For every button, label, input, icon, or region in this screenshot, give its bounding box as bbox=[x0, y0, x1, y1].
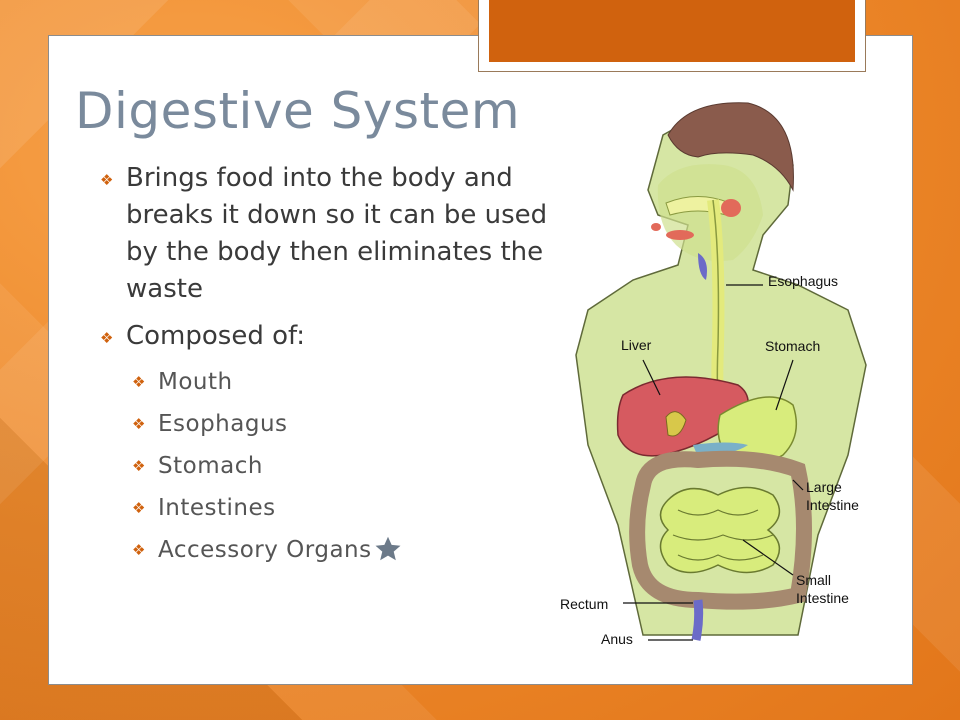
label-small-intestine-line2: Intestine bbox=[796, 590, 849, 606]
sub-bullet-item: ❖ Accessory Organs bbox=[100, 533, 560, 567]
bullet-item: ❖ Brings food into the body and breaks i… bbox=[100, 160, 560, 308]
label-rectum: Rectum bbox=[560, 596, 609, 612]
label-large-intestine-line2: Intestine bbox=[806, 497, 859, 513]
diamond-bullet-icon: ❖ bbox=[132, 415, 146, 433]
sub-bullet-item: ❖ Mouth bbox=[100, 365, 560, 399]
digestive-system-diagram: Esophagus Liver Stomach Large Intestine … bbox=[548, 95, 888, 655]
bullet-item: ❖ Composed of: bbox=[100, 318, 560, 355]
label-stomach: Stomach bbox=[765, 338, 821, 354]
sub-bullet-text: Esophagus bbox=[158, 411, 288, 437]
arrow-small-intestine bbox=[742, 539, 794, 576]
sub-bullet-label: Accessory Organs bbox=[158, 537, 372, 563]
accent-tab bbox=[478, 0, 866, 72]
diamond-bullet-icon: ❖ bbox=[132, 541, 146, 559]
sub-bullet-item: ❖ Esophagus bbox=[100, 407, 560, 441]
label-anus: Anus bbox=[601, 631, 633, 647]
accent-tab-fill bbox=[489, 0, 855, 62]
diamond-bullet-icon: ❖ bbox=[132, 499, 146, 517]
body-illustration bbox=[575, 102, 867, 641]
arrow-large-intestine bbox=[792, 479, 804, 491]
small-intestine-folds bbox=[672, 509, 774, 561]
sub-bullet-text: Stomach bbox=[158, 453, 263, 479]
sub-bullet-item: ❖ Stomach bbox=[100, 449, 560, 483]
tongue bbox=[666, 230, 694, 240]
bullet-text: Brings food into the body and breaks it … bbox=[126, 163, 548, 304]
sub-bullet-text: Accessory Organs bbox=[132, 533, 560, 567]
gallbladder bbox=[665, 411, 687, 437]
arrow-stomach bbox=[775, 359, 794, 411]
sub-bullet-item: ❖ Intestines bbox=[100, 491, 560, 525]
star-icon bbox=[375, 536, 401, 561]
thyroid bbox=[698, 253, 707, 280]
large-intestine bbox=[629, 450, 812, 610]
label-small-intestine-line1: Small bbox=[796, 572, 832, 588]
hair bbox=[667, 102, 794, 192]
arrow-liver bbox=[642, 359, 661, 396]
diamond-bullet-icon: ❖ bbox=[132, 373, 146, 391]
label-liver: Liver bbox=[621, 337, 652, 353]
slide-title: Digestive System bbox=[75, 82, 521, 140]
bullet-text: Composed of: bbox=[126, 321, 306, 351]
diamond-bullet-icon: ❖ bbox=[100, 329, 114, 347]
lower-gland bbox=[651, 223, 661, 231]
diamond-bullet-icon: ❖ bbox=[132, 457, 146, 475]
label-large-intestine-line1: Large bbox=[806, 479, 842, 495]
rectum bbox=[691, 599, 704, 641]
sub-bullet-text: Intestines bbox=[158, 495, 276, 521]
label-esophagus: Esophagus bbox=[768, 273, 839, 289]
salivary-gland bbox=[721, 199, 741, 217]
sub-bullet-text: Mouth bbox=[158, 369, 233, 395]
small-intestine bbox=[659, 486, 781, 574]
diamond-bullet-icon: ❖ bbox=[100, 171, 114, 189]
bullet-list: ❖ Brings food into the body and breaks i… bbox=[100, 160, 560, 567]
